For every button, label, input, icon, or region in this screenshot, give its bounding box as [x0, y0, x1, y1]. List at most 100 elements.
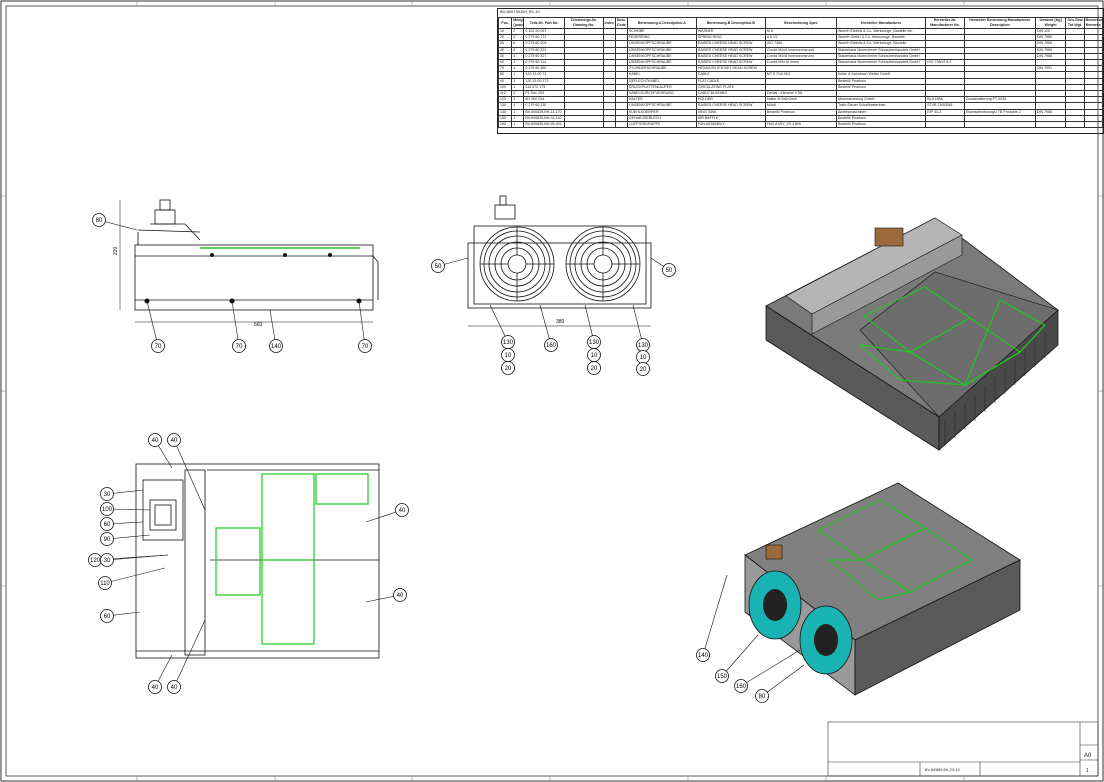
bom-cell: Stauerbaus Muenchener Schraubenhandels G… [835, 58, 927, 67]
callout-balloon: 140 [696, 574, 728, 662]
iso-view-top [765, 217, 1059, 451]
callout-label: 60 [104, 522, 111, 528]
bom-cell [614, 90, 628, 98]
callout-label: 70 [236, 344, 243, 350]
bom-cell [1083, 65, 1104, 73]
bom-cell: 150 [497, 114, 513, 123]
callout-label: 10 [505, 353, 512, 359]
bom-cell: GEHAEUSEBLECH [626, 114, 697, 123]
bom-cell: LINSENKOPFSCHRAUBE [626, 40, 697, 48]
bom-cell: DRUCKPLATTENLAUFER [626, 83, 697, 92]
callout-label: 150 [717, 674, 728, 680]
title-block-scale: A0 [1084, 753, 1092, 759]
bom-cell [1034, 96, 1067, 104]
bom-cell: 0 279 60 114 [523, 58, 565, 67]
callout-balloon: 80 [92, 213, 138, 231]
bom-cell: DIN 7991 [1034, 65, 1067, 73]
iso-view-bottom [744, 482, 1021, 696]
front-view [119, 199, 379, 323]
bom-cell: Wuerth Elektrik & Co. Werkzeuge, Bauteil… [835, 40, 927, 48]
bom-cell: BV-500839-BH-99-001 [523, 121, 565, 129]
bom-cell: 0 279 60 321 [523, 46, 565, 54]
bom-cell: 1 [511, 77, 525, 85]
bom-cell [1083, 102, 1104, 110]
callout-balloon: 70 [231, 300, 246, 353]
callout-label: 40 [171, 438, 178, 444]
bom-header-cell: Gewicht [Kg] Weight [1034, 17, 1067, 29]
callout-balloon: 130 [489, 304, 515, 349]
bom-cell: 120 13 09 71 [523, 71, 565, 79]
bom-cell [1034, 77, 1067, 85]
callout-balloon: 20 [636, 362, 650, 376]
bom-cell: 80 [497, 71, 513, 79]
callout-balloon: 10 [501, 348, 515, 362]
callout-label: 110 [100, 581, 110, 587]
bom-cell: Stauerbaus Muenchener Schraubenhandels G… [835, 52, 927, 61]
callout-balloon: 20 [587, 361, 601, 375]
callout-balloon: 140 [269, 309, 283, 353]
bom-header-cell: Zeichnungs-Nr. Drawing No. [563, 17, 604, 29]
bom-cell: DIN 7980 [1034, 34, 1067, 42]
callout-label: 40 [152, 685, 159, 691]
callout-label: 20 [591, 366, 598, 372]
callout-label: 20 [505, 366, 512, 372]
callout-label: 40 [399, 508, 406, 514]
callout-label: 40 [171, 685, 178, 691]
bom-cell: Bestellt/ Pearlson [835, 121, 927, 129]
callout-label: 80 [759, 694, 766, 700]
callout-balloon: 20 [501, 361, 515, 375]
bom-cell: 70 [497, 65, 513, 73]
bom-cell: Arbeitsmaschinen [835, 108, 927, 116]
bom-cell: Wuerth GmbH & Co. Werkzeuge, Bauteile [835, 34, 927, 42]
callout-balloon: 40 [148, 654, 173, 694]
bom-cell: FAN ASSEMBLY [695, 121, 766, 129]
callout-balloon: 130 [584, 304, 601, 349]
bom-cell: 110 472 173 [523, 83, 565, 92]
bom-cell [563, 121, 604, 129]
bom-header-row: Pos.Menge QuantityTeile-Nr. Part No.Zeic… [497, 17, 1104, 29]
bom-cell: 90 [497, 77, 513, 85]
bom-header-cell: Pos. [497, 17, 513, 29]
bom-cell: 0 279 60 327 [523, 52, 565, 61]
bom-cell: 4 [511, 102, 525, 110]
bom-cell [1083, 77, 1104, 85]
callout-balloon: 130 [632, 304, 650, 352]
bom-cell: GEFLECHTKABEL [626, 77, 697, 85]
bom-header-cell: Teile-Nr. Part No. [523, 17, 565, 29]
bom-header-cell: Benennung-A Description-A [626, 17, 697, 29]
bom-header-cell: Ges.Gew. Tot.Wgt. [1065, 17, 1085, 29]
bom-cell: LINSENKOPFSCHRAUBE [626, 46, 697, 54]
callout-label: 120 [90, 558, 101, 564]
bom-cell: LUEFTERGRUPPE [626, 121, 697, 129]
callout-balloon: 160 [539, 304, 558, 352]
callout-balloon: 60 [100, 517, 144, 531]
bom-cell [614, 71, 628, 79]
bom-cell: LINSENKOPFSCHRAUBE [626, 52, 697, 61]
callout-balloon: 40 [167, 433, 206, 511]
callout-balloon: 40 [167, 619, 206, 694]
callout-balloon: 50 [431, 257, 469, 273]
callout-balloon: 30 [100, 487, 144, 501]
bom-cell: Motorsteuerung GmbH [835, 96, 927, 104]
bom-cell: 1 [511, 108, 525, 116]
callout-label: 30 [104, 492, 111, 498]
callout-label: 50 [435, 264, 442, 270]
bom-header-cell: Hersteller-Nr. Manufacturer No. [925, 17, 965, 29]
bom-header-cell: Desc. Code [614, 17, 628, 29]
bom-header-cell: Hersteller Manufacturer [835, 17, 927, 29]
bom-cell [1083, 96, 1104, 104]
bom-cell: HALTER [626, 96, 697, 104]
callout-balloon: 50 [650, 257, 676, 277]
callout-balloon: 150 [715, 634, 759, 683]
bom-cell: LINSENKOPFSCHRAUBE [626, 102, 697, 110]
